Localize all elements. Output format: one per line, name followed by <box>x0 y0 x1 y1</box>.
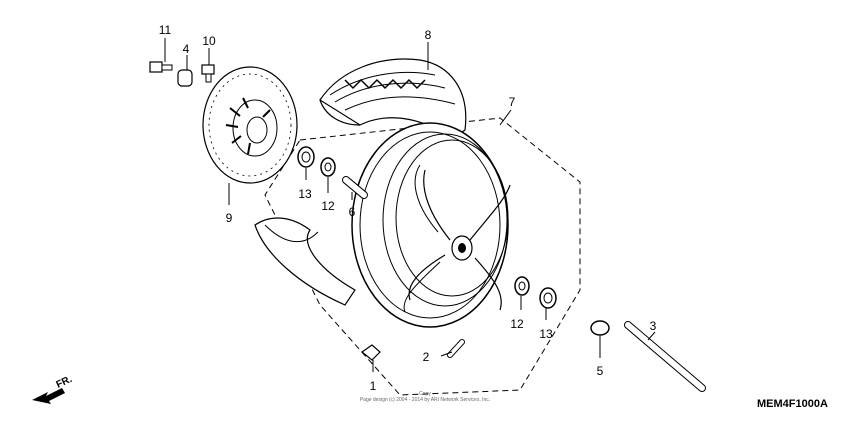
callout-2: 2 <box>423 350 430 364</box>
disc-bolt <box>149 61 173 73</box>
axle <box>624 321 706 392</box>
callout-9: 9 <box>226 211 233 225</box>
callout-11: 11 <box>159 23 172 37</box>
side-collar <box>590 320 610 336</box>
callout-5: 5 <box>597 364 604 378</box>
leader-lines <box>164 38 656 372</box>
clip <box>360 344 381 361</box>
fender <box>254 217 356 306</box>
collar <box>177 69 193 87</box>
callout-8: 8 <box>425 28 432 42</box>
callout-1: 1 <box>370 379 377 393</box>
dust-seal-right <box>539 287 557 309</box>
callout-13-right: 13 <box>539 327 553 341</box>
front-direction-arrow-icon <box>32 388 65 404</box>
callout-6: 6 <box>349 205 356 219</box>
callout-10: 10 <box>202 34 216 48</box>
copyright-line-1: Copy <box>419 391 431 397</box>
bolt <box>201 64 215 83</box>
callout-3: 3 <box>650 319 657 333</box>
callout-4: 4 <box>183 42 190 56</box>
distance-collar <box>342 176 368 199</box>
callout-12-right: 12 <box>510 317 524 331</box>
tire <box>319 58 467 141</box>
diagram-code: MEM4F1000A <box>757 398 828 410</box>
callout-12-left: 12 <box>321 199 335 213</box>
direction-label: FR. <box>55 374 74 391</box>
brake-disc <box>202 66 298 184</box>
callout-13-left: 13 <box>298 187 312 201</box>
callout-7: 7 <box>509 95 516 109</box>
copyright-line-2: Page design (c) 2004 - 2014 by ARI Netwo… <box>360 397 490 403</box>
dust-seal-left <box>297 146 315 168</box>
bearing-right <box>514 276 530 296</box>
wheel <box>351 122 511 328</box>
valve <box>447 339 465 358</box>
bearing-left <box>320 157 336 177</box>
